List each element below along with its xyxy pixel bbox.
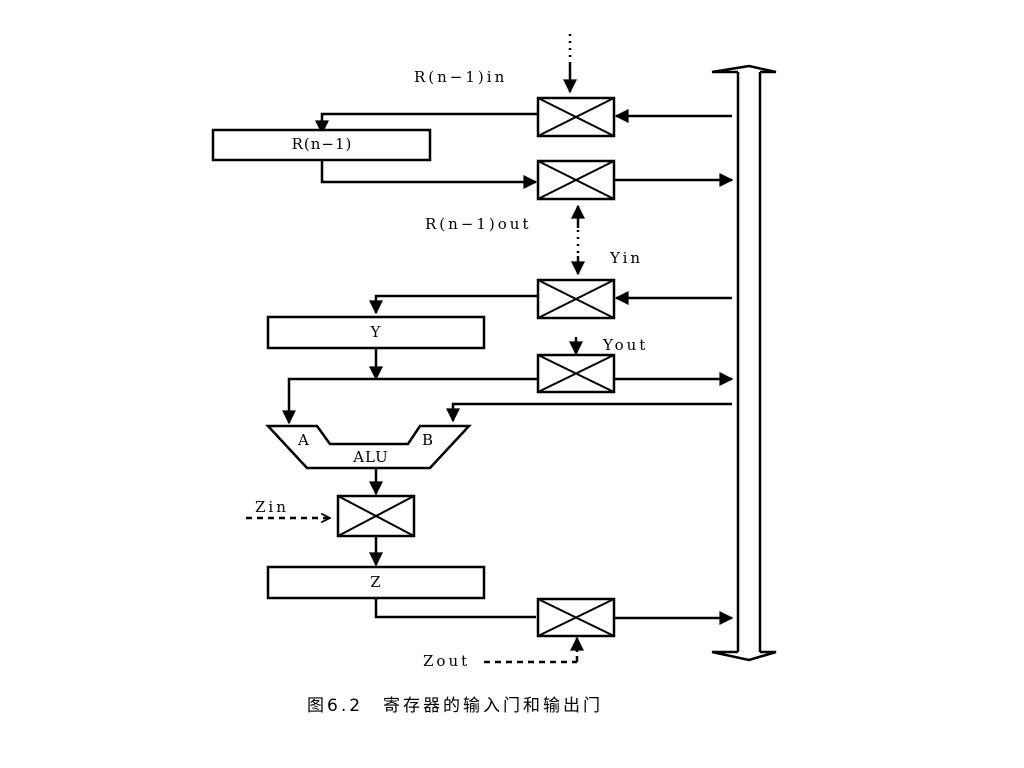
y-register-label: Y	[370, 323, 382, 341]
rn1-out-label: R(n−1)out	[425, 215, 532, 233]
rn1-in-control: R(n−1)in	[414, 34, 577, 94]
z-out-control: Zout	[423, 636, 584, 670]
z-register-label: Z	[370, 573, 381, 591]
rn1-register-to-out-gate-arrow	[320, 160, 538, 189]
y-out-control: Yout	[569, 336, 648, 356]
y-in-gate	[536, 278, 616, 320]
system-bus	[711, 64, 777, 662]
rn1-out-gate	[536, 159, 616, 201]
y-in-label: Yin	[609, 249, 643, 267]
z-in-label: Zin	[255, 498, 289, 516]
y-in-control: Yin	[571, 249, 643, 276]
figure-caption: 图6.2 寄存器的输入门和输出门	[307, 696, 603, 716]
rn1-in-gate	[536, 96, 616, 138]
alu-unit: A B ALU	[265, 424, 472, 470]
y-register: Y	[266, 315, 486, 350]
rn1-in-to-register-arrow	[315, 112, 538, 135]
bus-to-alu-b-arrow	[446, 402, 732, 423]
alu-input-a-label: A	[297, 431, 310, 449]
z-out-gate	[536, 597, 616, 638]
y-in-to-register-arrow	[369, 294, 538, 315]
y-out-label: Yout	[602, 336, 648, 354]
rn1-register: R(n−1)	[211, 128, 432, 162]
z-in-gate	[336, 494, 416, 538]
y-out-gate	[536, 353, 616, 394]
z-register: Z	[266, 565, 486, 600]
rn1-in-label: R(n−1)in	[414, 68, 507, 86]
rn1-register-label: R(n−1)	[292, 135, 353, 153]
z-out-label: Zout	[423, 652, 470, 670]
y-out-to-alu-a-arrow	[282, 377, 536, 425]
alu-label: ALU	[352, 448, 389, 466]
z-register-to-out-gate-line	[374, 598, 536, 619]
rn1-out-control: R(n−1)out	[425, 204, 585, 256]
alu-input-b-label: B	[422, 431, 434, 449]
z-in-control: Zin	[246, 498, 330, 518]
